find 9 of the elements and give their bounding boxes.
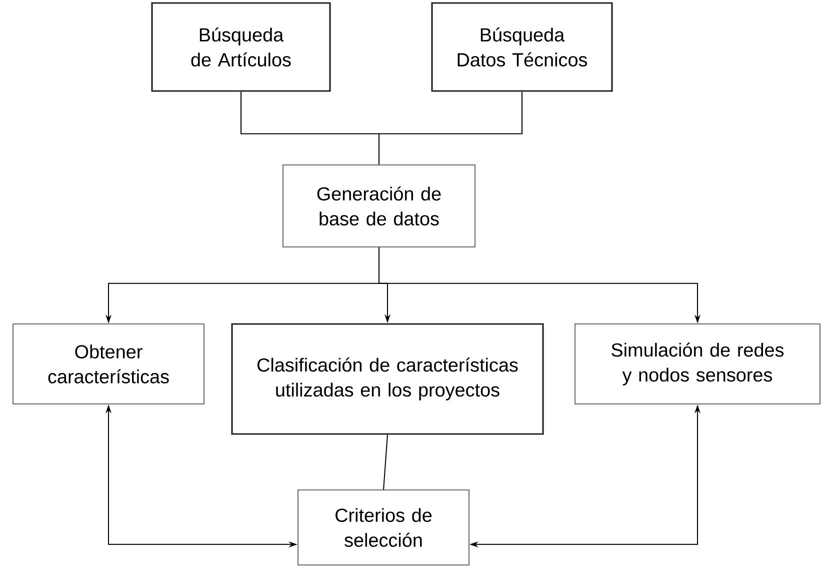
process-box: Búsqueda de Artículos [151, 2, 331, 92]
process-box: Búsqueda Datos Técnicos [431, 2, 613, 92]
process-box: Generación de base de datos [282, 164, 476, 248]
process-box: Obtener características [12, 324, 204, 404]
connector [378, 91, 522, 166]
process-box: Criterios de selección [298, 490, 470, 566]
connector [383, 434, 388, 490]
process-box: Clasificación de características utilizadas en los proyectos [231, 323, 544, 435]
process-box: Simulación de redes y nodos sensores [574, 324, 820, 404]
